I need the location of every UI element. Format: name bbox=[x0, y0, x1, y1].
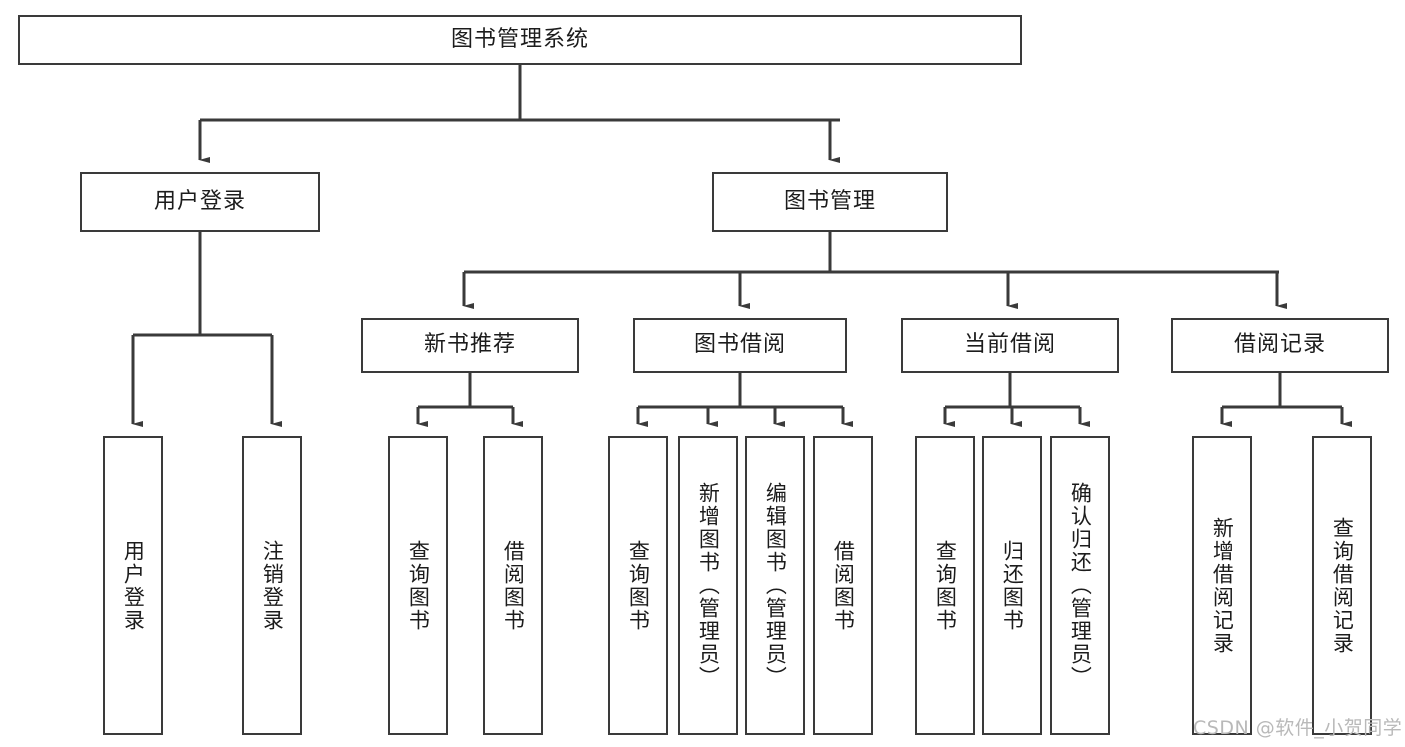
node-level3[interactable]: 图书借阅 bbox=[633, 318, 847, 373]
node-label: 新增借阅记录 bbox=[1210, 516, 1235, 655]
node-label: 图书管理系统 bbox=[450, 26, 589, 52]
node-leaf[interactable]: 查询图书 bbox=[608, 436, 668, 735]
node-level3[interactable]: 借阅记录 bbox=[1171, 318, 1389, 373]
node-leaf[interactable]: 用户登录 bbox=[103, 436, 163, 735]
node-label: 借阅记录 bbox=[1233, 332, 1326, 358]
node-label: 查询图书 bbox=[933, 539, 958, 632]
edges-current-to-leaves bbox=[943, 373, 1090, 427]
node-leaf[interactable]: 查询借阅记录 bbox=[1312, 436, 1372, 735]
node-label: 编辑图书（管理员） bbox=[763, 482, 788, 689]
node-label: 借阅图书 bbox=[501, 539, 526, 632]
edges-records-to-leaves bbox=[1220, 373, 1352, 427]
edges-booksmgmt-to-level3 bbox=[462, 232, 1287, 309]
node-label: 用户登录 bbox=[153, 188, 246, 214]
node-label: 借阅图书 bbox=[831, 539, 856, 632]
edges-borrow-to-leaves bbox=[636, 373, 853, 427]
node-leaf[interactable]: 新增图书（管理员） bbox=[678, 436, 738, 735]
node-level2[interactable]: 图书管理 bbox=[712, 172, 948, 232]
node-leaf[interactable]: 查询图书 bbox=[915, 436, 975, 735]
edges-newbooks-to-leaves bbox=[416, 373, 523, 427]
node-label: 新增图书（管理员） bbox=[696, 482, 721, 689]
node-label: 查询图书 bbox=[406, 539, 431, 632]
node-label: 归还图书 bbox=[1000, 539, 1025, 632]
node-label: 查询图书 bbox=[626, 539, 651, 632]
node-label: 查询借阅记录 bbox=[1330, 516, 1355, 655]
node-label: 注销登录 bbox=[260, 539, 285, 632]
edges-userlogin-to-leaves bbox=[131, 232, 282, 427]
node-label: 当前借阅 bbox=[963, 332, 1056, 358]
node-label: 新书推荐 bbox=[423, 332, 516, 358]
node-leaf[interactable]: 确认归还（管理员） bbox=[1050, 436, 1110, 735]
node-level3[interactable]: 当前借阅 bbox=[901, 318, 1119, 373]
node-leaf[interactable]: 借阅图书 bbox=[483, 436, 543, 735]
node-leaf[interactable]: 新增借阅记录 bbox=[1192, 436, 1252, 735]
node-root-system[interactable]: 图书管理系统 bbox=[18, 15, 1022, 65]
node-leaf[interactable]: 借阅图书 bbox=[813, 436, 873, 735]
node-label: 图书借阅 bbox=[693, 332, 786, 358]
node-label: 图书管理 bbox=[783, 188, 876, 214]
node-level2[interactable]: 用户登录 bbox=[80, 172, 320, 232]
node-label: 确认归还（管理员） bbox=[1068, 482, 1093, 689]
edges-root-to-level2 bbox=[198, 65, 840, 163]
node-level3[interactable]: 新书推荐 bbox=[361, 318, 579, 373]
node-leaf[interactable]: 编辑图书（管理员） bbox=[745, 436, 805, 735]
node-leaf[interactable]: 查询图书 bbox=[388, 436, 448, 735]
node-leaf[interactable]: 注销登录 bbox=[242, 436, 302, 735]
node-leaf[interactable]: 归还图书 bbox=[982, 436, 1042, 735]
node-label: 用户登录 bbox=[121, 539, 146, 632]
